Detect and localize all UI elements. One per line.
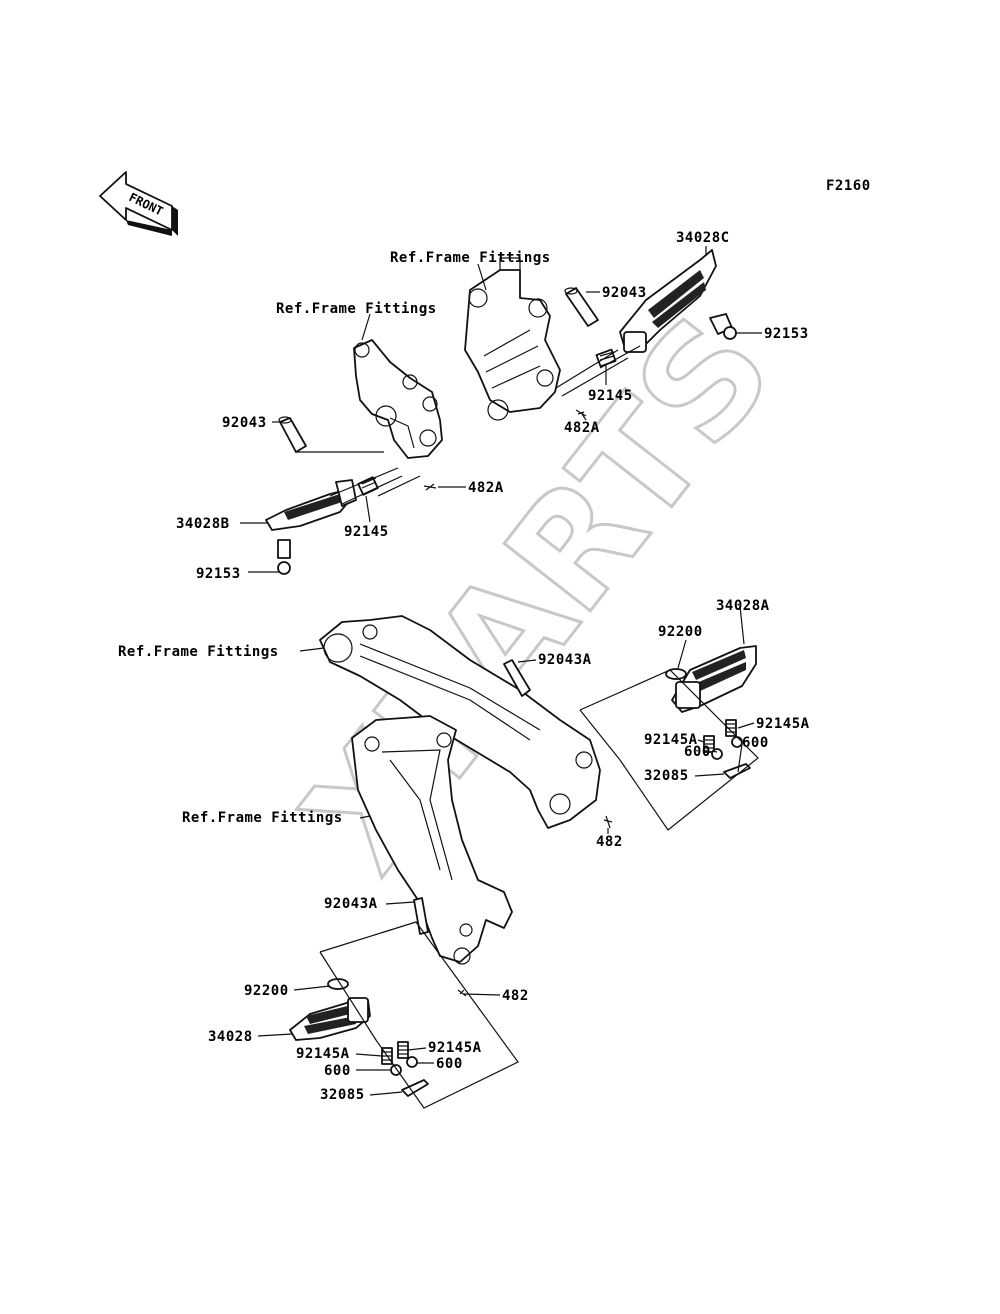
rear-right-bracket — [464, 257, 561, 421]
label-92153-top: 92153 — [764, 326, 809, 342]
label-92043A-top: 92043A — [538, 652, 592, 668]
washer-92200-bottom — [327, 978, 349, 990]
plate-32085-bottom — [401, 1079, 429, 1097]
ball-600-bottom-2 — [406, 1056, 418, 1068]
footpeg-34028 — [289, 997, 371, 1041]
rear-left-bracket — [353, 339, 443, 459]
label-600-b2: 600 — [324, 1063, 351, 1079]
footpeg-34028C — [619, 249, 717, 353]
label-32085-right: 32085 — [644, 768, 689, 784]
cotter-482A-top — [575, 409, 587, 417]
ball-600-right-2 — [731, 736, 743, 748]
front-arrow-icon: FRONT — [99, 171, 178, 236]
label-482-bottom: 482 — [502, 988, 529, 1004]
pin-92043-top — [564, 287, 599, 327]
label-600-b1: 600 — [436, 1056, 463, 1072]
lower-left-bracket — [351, 715, 513, 965]
label-92043-left: 92043 — [222, 415, 267, 431]
cotter-482-bottom — [457, 989, 467, 997]
label-92145-left: 92145 — [344, 524, 389, 540]
label-92153-left: 92153 — [196, 566, 241, 582]
label-92145A-r2: 92145A — [644, 732, 698, 748]
label-ref-frame-2: Ref.Frame Fittings — [276, 301, 437, 317]
label-92145A-b1: 92145A — [428, 1040, 482, 1056]
pin-92043A-top — [503, 659, 531, 697]
label-482A-left: 482A — [468, 480, 504, 496]
spring-92145A-right — [703, 719, 737, 753]
label-92043A-bottom: 92043A — [324, 896, 378, 912]
label-34028C: 34028C — [676, 230, 730, 246]
footpeg-34028A — [671, 645, 757, 713]
label-34028B: 34028B — [176, 516, 230, 532]
label-ref-frame-3: Ref.Frame Fittings — [118, 644, 279, 660]
spring-92145-left — [357, 476, 379, 496]
label-92145A-r1: 92145A — [756, 716, 810, 732]
ball-600-right-1 — [711, 748, 723, 760]
label-92043-top: 92043 — [602, 285, 647, 301]
label-92145-top: 92145 — [588, 388, 633, 404]
label-600-r1: 600 — [742, 735, 769, 751]
diagram-code: F2160 — [826, 178, 871, 194]
label-92200-right: 92200 — [658, 624, 703, 640]
label-ref-frame-1: Ref.Frame Fittings — [390, 250, 551, 266]
label-482A-top: 482A — [564, 420, 600, 436]
label-600-r2: 600 — [684, 744, 711, 760]
bolt-92153-top — [709, 313, 737, 340]
cotter-482A-left — [423, 483, 437, 491]
cotter-482-right — [603, 815, 613, 829]
bolt-92153-left — [277, 539, 291, 575]
label-92145A-b2: 92145A — [296, 1046, 350, 1062]
label-482-right: 482 — [596, 834, 623, 850]
footpeg-34028B — [265, 479, 357, 531]
label-32085-bottom: 32085 — [320, 1087, 365, 1103]
pin-92043-left — [278, 416, 307, 453]
label-34028A: 34028A — [716, 598, 770, 614]
label-34028: 34028 — [208, 1029, 253, 1045]
plate-32085-right — [723, 763, 751, 779]
lower-right-bracket — [319, 615, 601, 829]
label-92200-bottom: 92200 — [244, 983, 289, 999]
label-ref-frame-4: Ref.Frame Fittings — [182, 810, 343, 826]
pin-92043A-bottom — [413, 897, 429, 935]
